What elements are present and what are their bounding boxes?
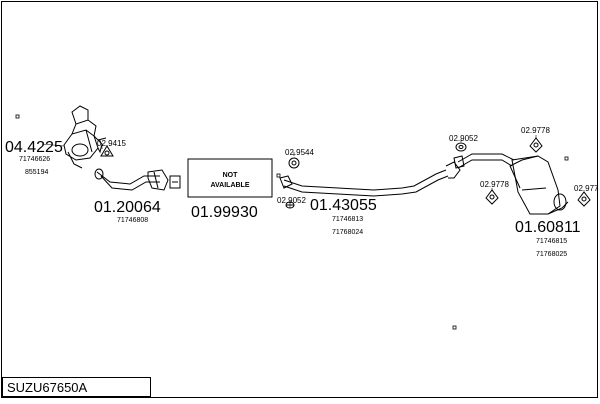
marker-square xyxy=(564,156,569,161)
marker-square xyxy=(276,173,281,178)
rubber-hanger-icon xyxy=(288,157,300,169)
hardware-label-h5: 02.9778 xyxy=(521,126,550,135)
part-ref-front-cat-2: 855194 xyxy=(25,169,48,176)
part-code-middle-pipe: 01.43055 xyxy=(310,197,377,214)
part-ref-middle-pipe-1: 71746813 xyxy=(332,216,363,223)
muffler-icon xyxy=(453,153,569,215)
catalytic-converter-icon xyxy=(63,105,107,169)
kit-code: SUZU67650A xyxy=(7,380,88,395)
rubber-hanger-icon xyxy=(529,137,543,153)
part-ref-middle-pipe-2: 71768024 xyxy=(332,229,363,236)
hardware-label-h4: 02.9052 xyxy=(449,134,478,143)
part-ref-front-pipe-1: 71746808 xyxy=(117,217,148,224)
part-code-front-cat: 04.4225 xyxy=(5,139,63,156)
middle-pipe-icon xyxy=(279,161,461,197)
gasket-icon xyxy=(455,142,467,152)
not-available-line1: NOT xyxy=(223,172,239,179)
gasket-icon xyxy=(100,145,114,157)
leader-lines xyxy=(41,135,585,208)
part-ref-front-cat-1: 71746626 xyxy=(19,156,50,163)
hardware-label-h1: 02.9415 xyxy=(97,139,126,148)
part-code-rear-muffler: 01.60811 xyxy=(515,219,581,236)
rubber-hanger-icon xyxy=(577,191,591,207)
hardware-label-h7: 02.9778 xyxy=(574,184,599,193)
part-code-front-pipe: 01.20064 xyxy=(94,199,161,216)
marker-square xyxy=(452,325,457,330)
hardware-label-h3: 02.9052 xyxy=(277,196,306,205)
exhaust-diagram: NOT AVAILABLE xyxy=(5,105,600,330)
not-available-line2: AVAILABLE xyxy=(210,182,249,189)
exhaust-pipe-icon xyxy=(94,168,169,191)
kit-code-box: SUZU67650A xyxy=(2,377,151,397)
clamp-icon xyxy=(169,175,181,189)
hardware-label-h2: 02.9544 xyxy=(285,148,314,157)
rubber-hanger-icon xyxy=(485,189,499,205)
part-ref-rear-muffler-1: 71746815 xyxy=(536,238,567,245)
part-code-na: 01.99930 xyxy=(191,204,258,221)
hardware-label-h6: 02.9778 xyxy=(480,180,509,189)
not-available-box: NOT AVAILABLE xyxy=(187,158,273,198)
part-ref-rear-muffler-2: 71768025 xyxy=(536,251,567,258)
marker-square xyxy=(15,114,20,119)
